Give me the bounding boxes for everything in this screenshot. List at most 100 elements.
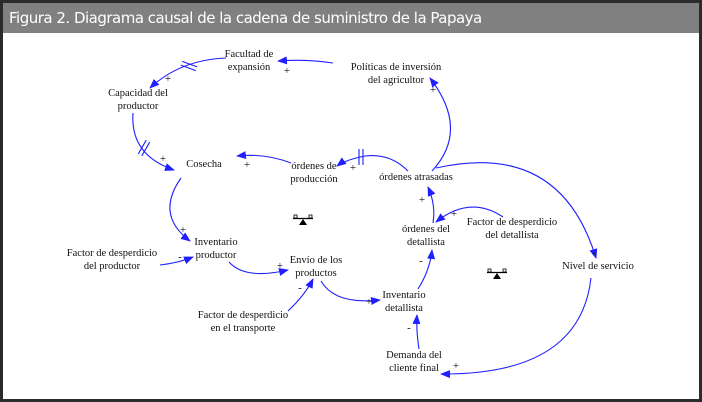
node-label-line: Factor de desperdicio (198, 310, 288, 321)
link-fd-det-to-ordenes-det: + (435, 206, 504, 223)
link-inv-prod-to-envio: + (228, 260, 289, 276)
node-fd-trans: Factor de desperdicio en el transporte (198, 310, 288, 334)
causal-arrow (132, 112, 175, 171)
causal-arrow (236, 151, 292, 164)
causal-loop-diagram: + + + + + + - + + + - + - + - - + Facultad de expansión Po… (67, 49, 634, 379)
node-label-line: producción (290, 174, 338, 185)
node-inv-prod: Inventario productor (194, 237, 237, 261)
polarity-label: + (277, 260, 283, 272)
node-cosecha: Cosecha (186, 159, 222, 170)
node-label-line: Envío de los (290, 255, 343, 266)
causal-arrow (336, 155, 409, 172)
node-label-line: Inventario (382, 290, 425, 301)
link-facultad-to-capacidad: + (149, 57, 227, 89)
polarity-label: - (407, 322, 411, 334)
node-label-line: Demanda del (386, 350, 442, 361)
polarity-label: + (453, 360, 459, 372)
link-ordenes-atr-to-politicas: + (429, 77, 451, 172)
node-label-line: Capacidad del (108, 88, 168, 99)
node-ordenes-det: órdenes del detallista (402, 224, 450, 248)
polarity-label: - (298, 282, 302, 294)
causal-arrow (169, 177, 191, 242)
polarity-label: + (165, 73, 171, 85)
node-label-line: Políticas de inversión (351, 62, 442, 73)
link-ordenes-prod-to-cosecha: + (236, 151, 292, 171)
node-label-line: detallista (385, 303, 423, 314)
node-inv-det: Inventario detallista (382, 290, 425, 314)
causal-arrow (435, 206, 504, 223)
delay-mark-icon (180, 60, 198, 72)
causal-arrow (440, 277, 592, 379)
polarity-label: + (180, 224, 186, 236)
node-label-line: Factor de desperdicio (467, 217, 557, 228)
node-label-line: órdenes atrasadas (379, 172, 453, 183)
link-inv-det-to-ordenes-det: - (417, 249, 436, 290)
node-facultad: Facultad de expansión (225, 49, 274, 73)
balancing-loop-icon (487, 268, 507, 279)
link-nivel-to-demanda: + (440, 277, 592, 379)
node-nivel: Nivel de servicio (562, 261, 634, 272)
causal-arrow (435, 162, 598, 259)
polarity-label: + (160, 153, 166, 165)
delay-mark-icon (358, 149, 364, 165)
node-demanda: Demanda del cliente final (386, 350, 442, 374)
polarity-label: - (419, 255, 423, 267)
link-ordenes-atr-to-ordenes-prod: + (336, 149, 409, 174)
polarity-label: + (430, 84, 436, 96)
causal-arrow (417, 249, 436, 290)
polarity-label: + (451, 208, 457, 220)
causal-arrow (320, 280, 381, 305)
node-label-line: cliente final (389, 363, 439, 374)
node-envio: Envío de los productos (290, 255, 343, 279)
polarity-label: + (244, 159, 250, 171)
link-politicas-to-facultad: + (277, 56, 334, 77)
polarity-label: + (419, 194, 425, 206)
polarity-label: + (284, 65, 290, 77)
delay-mark-icon (137, 139, 151, 157)
link-capacidad-to-cosecha: + (132, 112, 175, 171)
node-ordenes-prod: órdenes de producción (290, 161, 338, 185)
node-label-line: Factor de desperdicio (67, 248, 157, 259)
node-politicas: Políticas de inversión del agricultor (351, 62, 442, 86)
causal-arrow (287, 278, 314, 312)
polarity-label: + (366, 296, 372, 308)
node-label-line: del productor (84, 261, 141, 272)
node-fd-prod: Factor de desperdicio del productor (67, 248, 157, 272)
link-demanda-to-inv-det: - (407, 314, 421, 350)
link-cosecha-to-inv-prod: + (169, 177, 191, 242)
node-label-line: Cosecha (186, 159, 222, 170)
link-ordenes-atr-to-nivel: - (435, 162, 598, 259)
node-fd-det: Factor de desperdicio del detallista (467, 217, 557, 241)
node-label-line: del agricultor (368, 75, 425, 86)
node-label-line: expansión (228, 62, 271, 73)
causal-arrow (427, 186, 436, 224)
causal-arrow (159, 256, 194, 266)
causal-arrow (149, 57, 227, 89)
node-label-line: Facultad de (225, 49, 274, 60)
node-label-line: productos (295, 268, 336, 279)
node-label-line: Nivel de servicio (562, 261, 634, 272)
causal-arrow (277, 56, 334, 65)
polarity-label: - (178, 251, 182, 263)
link-envio-to-inv-det: + (320, 280, 381, 308)
polarity-label: - (592, 247, 596, 259)
node-label-line: órdenes del (402, 224, 450, 235)
node-label-line: detallista (407, 237, 445, 248)
link-fd-trans-to-envio: - (287, 278, 314, 312)
node-label-line: productor (118, 101, 159, 112)
node-label-line: en el transporte (211, 323, 276, 334)
link-fd-prod-to-inv-prod: - (159, 251, 194, 266)
node-capacidad: Capacidad del productor (108, 88, 168, 112)
node-label-line: órdenes de (291, 161, 337, 172)
node-label-line: del detallista (485, 230, 539, 241)
causal-arrow (412, 314, 421, 350)
link-ordenes-det-to-ordenes-atr: + (419, 186, 436, 224)
causal-arrow (228, 261, 289, 276)
figure-title-bar: Figura 2. Diagrama causal de la cadena d… (3, 3, 699, 33)
polarity-label: + (350, 162, 356, 174)
node-ordenes-atr: órdenes atrasadas (379, 172, 453, 183)
node-label-line: productor (196, 250, 237, 261)
balancing-loop-icon (293, 214, 313, 225)
node-label-line: Inventario (194, 237, 237, 248)
